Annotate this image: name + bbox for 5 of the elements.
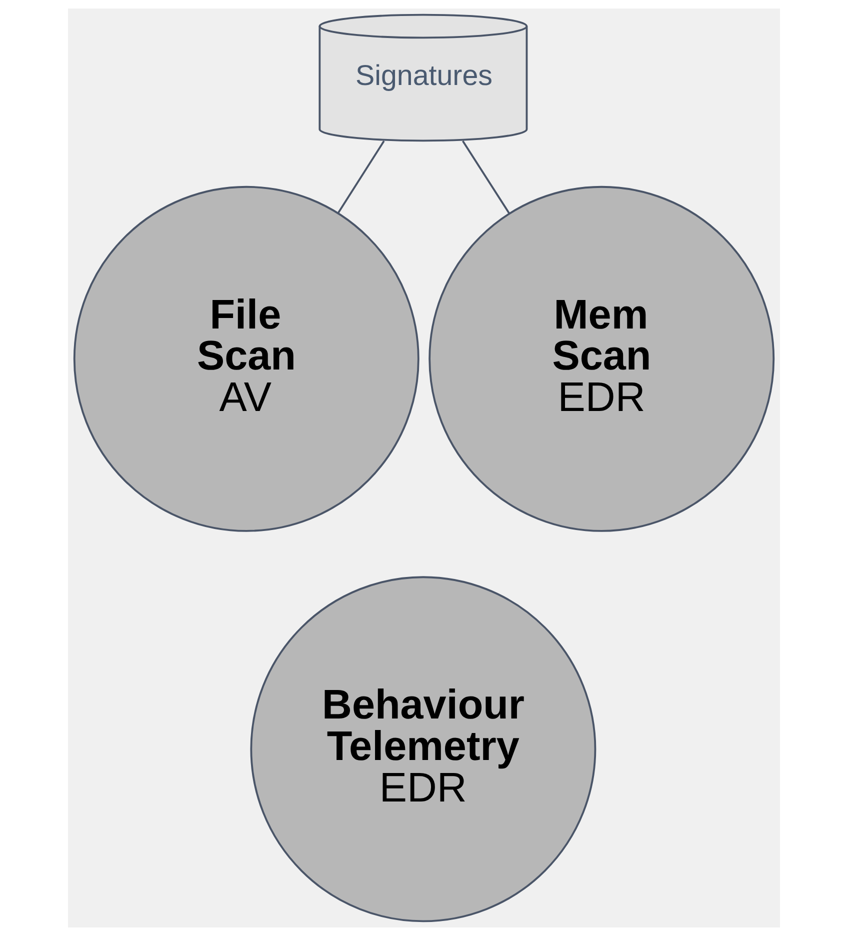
node-circle: File Scan AV — [72, 186, 419, 532]
connector — [337, 140, 384, 214]
node-circle: Behaviour Telemetry EDR — [250, 576, 596, 922]
connector — [462, 140, 510, 214]
node-circle: Mem Scan EDR — [428, 186, 774, 532]
